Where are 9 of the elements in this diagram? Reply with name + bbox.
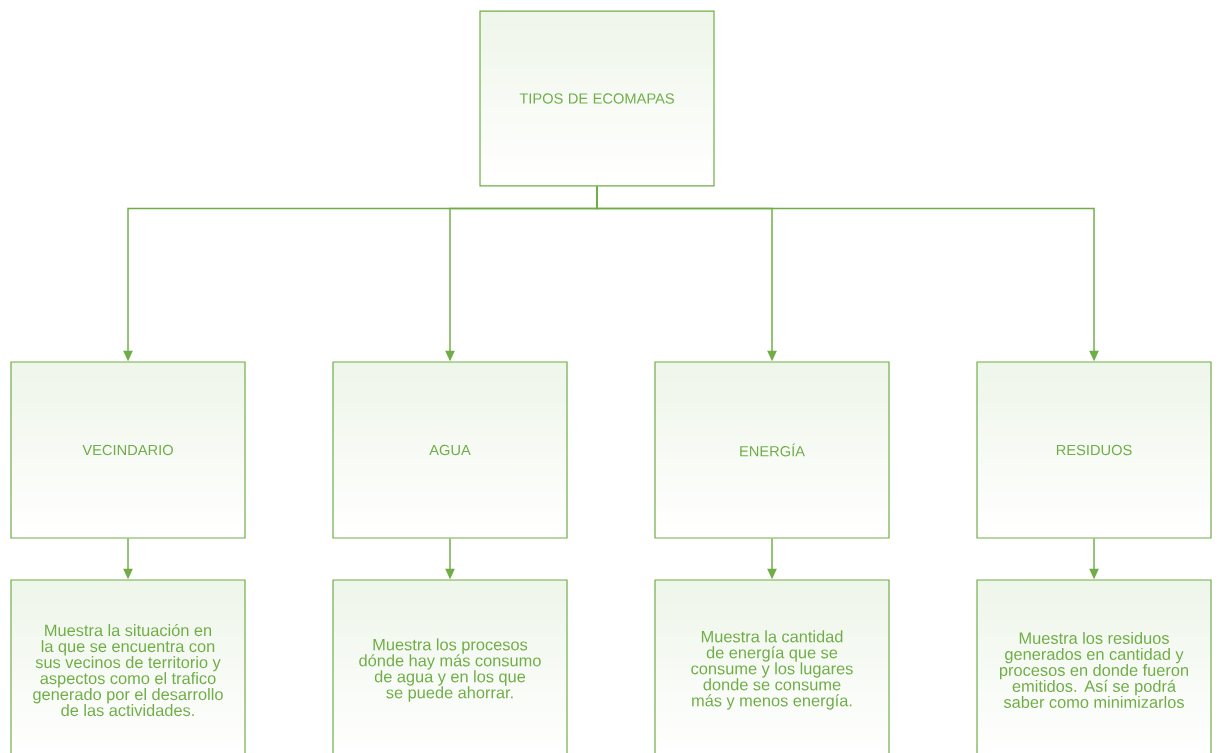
title-box: TIPOS DE ECOMAPAS [479, 10, 715, 187]
category-box: AGUA [332, 361, 568, 539]
category-box: RESIDUOS [976, 361, 1212, 539]
category-box: VECINDARIO [10, 361, 246, 539]
category-box: ENERGÍA [654, 361, 890, 539]
description-box: Muestra la cantidad de energía que se consume y los lugares donde se consume más y menos energía. [654, 579, 890, 753]
description-box: Muestra la situación en la que se encuentra con sus vecinos de territorio y aspectos como el trafico generado por el desarrollo de las actividades. [10, 579, 246, 753]
description-box: Muestra los procesos dónde hay más consumo de agua y en los que se puede ahorrar. [332, 579, 568, 753]
description-box: Muestra los residuos generados en cantidad y procesos en donde fueron emitidos. Así se podrá saber como minimizarlos [976, 579, 1212, 753]
